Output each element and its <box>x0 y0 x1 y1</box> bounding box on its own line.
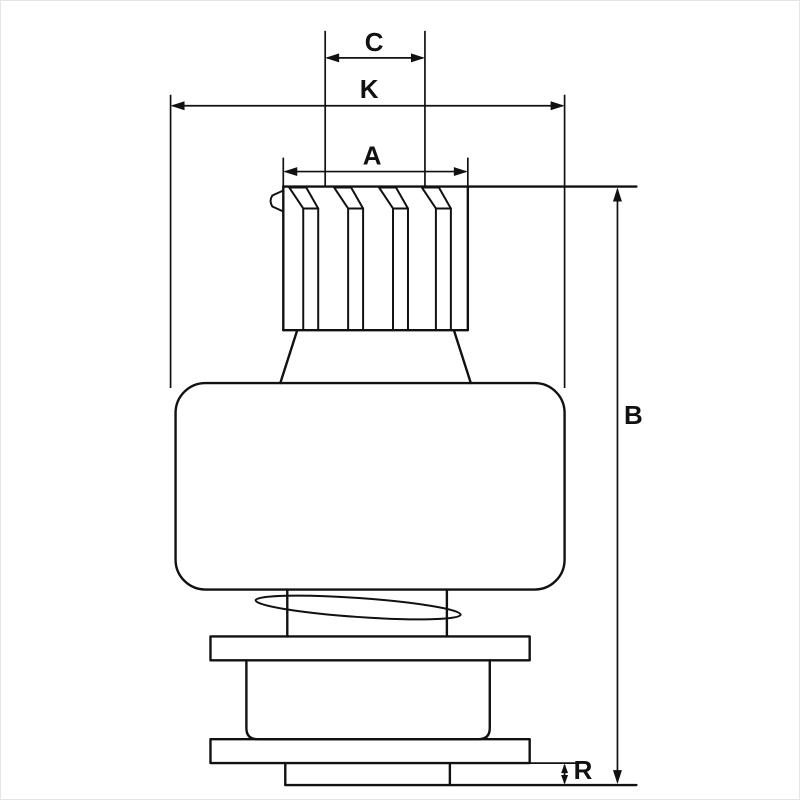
dimension-k-label: K <box>360 76 379 104</box>
gear-to-body-taper <box>279 328 473 385</box>
taper-left-line <box>279 328 299 385</box>
upper-flange <box>209 635 531 662</box>
taper-right-line <box>452 328 473 385</box>
dimension-a: A <box>282 143 469 187</box>
arrowhead-right <box>453 167 468 177</box>
mid-cylinder <box>245 659 491 741</box>
arrowhead-left <box>325 53 340 63</box>
dimension-a-label: A <box>363 143 382 171</box>
helical-spline-section <box>254 588 462 638</box>
arrowhead-down <box>561 775 569 785</box>
arrowhead-right <box>550 101 565 111</box>
dimension-r-label: R <box>574 757 593 785</box>
arrowhead-left <box>283 167 298 177</box>
arrowhead-right <box>410 53 425 63</box>
tooth-chamfer <box>378 186 409 210</box>
gear-left-tooth-profile <box>269 189 285 213</box>
helical-spline-thread <box>254 594 462 621</box>
lower-flange <box>209 737 531 765</box>
pinion-gear <box>269 185 470 332</box>
tooth-chamfer <box>288 186 320 210</box>
clutch-body <box>174 381 566 591</box>
dimension-r: R <box>529 757 593 785</box>
tooth-chamfer <box>420 186 452 210</box>
dimension-c: C <box>324 29 426 187</box>
dimension-b: B <box>612 187 643 785</box>
end-collar <box>284 761 452 787</box>
arrowhead-left <box>170 101 185 111</box>
arrowhead-down <box>612 770 622 785</box>
arrowhead-up <box>561 763 569 774</box>
dimension-c-label: C <box>365 29 384 57</box>
tooth-chamfer <box>333 186 365 210</box>
dimension-b-label: B <box>624 402 643 430</box>
dimension-k: K <box>169 76 566 389</box>
arrowhead-up <box>612 187 622 202</box>
